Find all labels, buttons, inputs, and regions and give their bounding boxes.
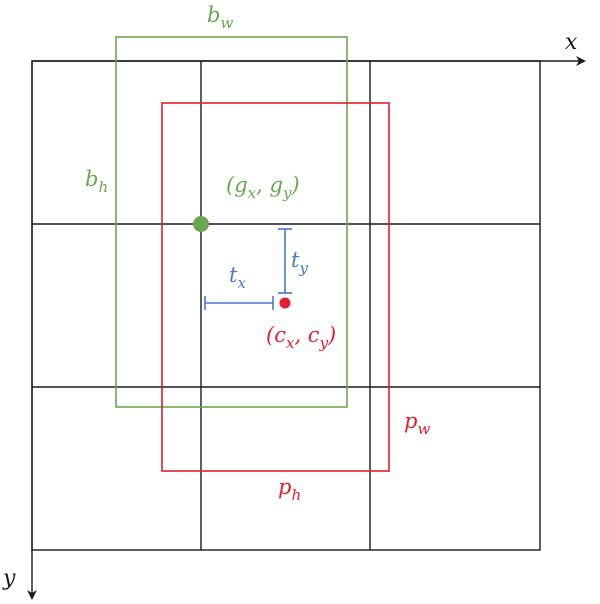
ground-truth-box [115,36,348,408]
offset-y-bracket [278,228,292,294]
predicted-box [161,102,390,472]
predicted-center-label: (cx, cy) [266,323,336,352]
predicted-width-label: pw [404,409,430,438]
ground-truth-height-label: bh [85,167,108,196]
ground-truth-center-point [193,216,209,232]
y-axis-label: y [2,566,16,591]
predicted-height-label: ph [278,475,301,504]
x-axis-label: x [565,30,578,55]
offset-x-bracket [204,296,274,310]
predicted-center-point [279,297,291,309]
offset-y-label: ty [291,248,308,277]
offset-x-label: tx [229,263,246,292]
ground-truth-center-label: (gx, gy) [226,173,300,202]
ground-truth-width-label: bw [207,3,233,32]
